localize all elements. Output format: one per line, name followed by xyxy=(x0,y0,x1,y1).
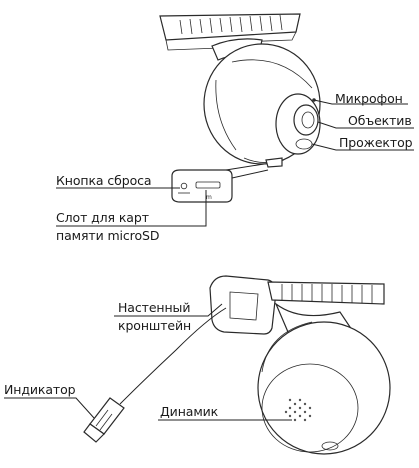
label-wall-mount-line1: Настенный xyxy=(118,300,190,315)
label-indicator: Индикатор xyxy=(4,382,75,397)
label-microphone: Микрофон xyxy=(335,91,403,106)
label-sd-slot-line2: памяти microSD xyxy=(56,228,159,243)
top-camera-illustration xyxy=(160,14,320,167)
reset-sd-detail: m xyxy=(172,164,268,202)
label-reset-button: Кнопка сброса xyxy=(56,173,151,188)
label-sd-slot-line1: Слот для карт xyxy=(56,210,149,225)
label-wall-mount-line2: кронштейн xyxy=(118,318,191,333)
label-speaker: Динамик xyxy=(160,404,218,419)
label-spotlight: Прожектор xyxy=(339,135,412,150)
svg-text:m: m xyxy=(206,194,212,201)
label-lens: Объектив xyxy=(348,113,412,128)
